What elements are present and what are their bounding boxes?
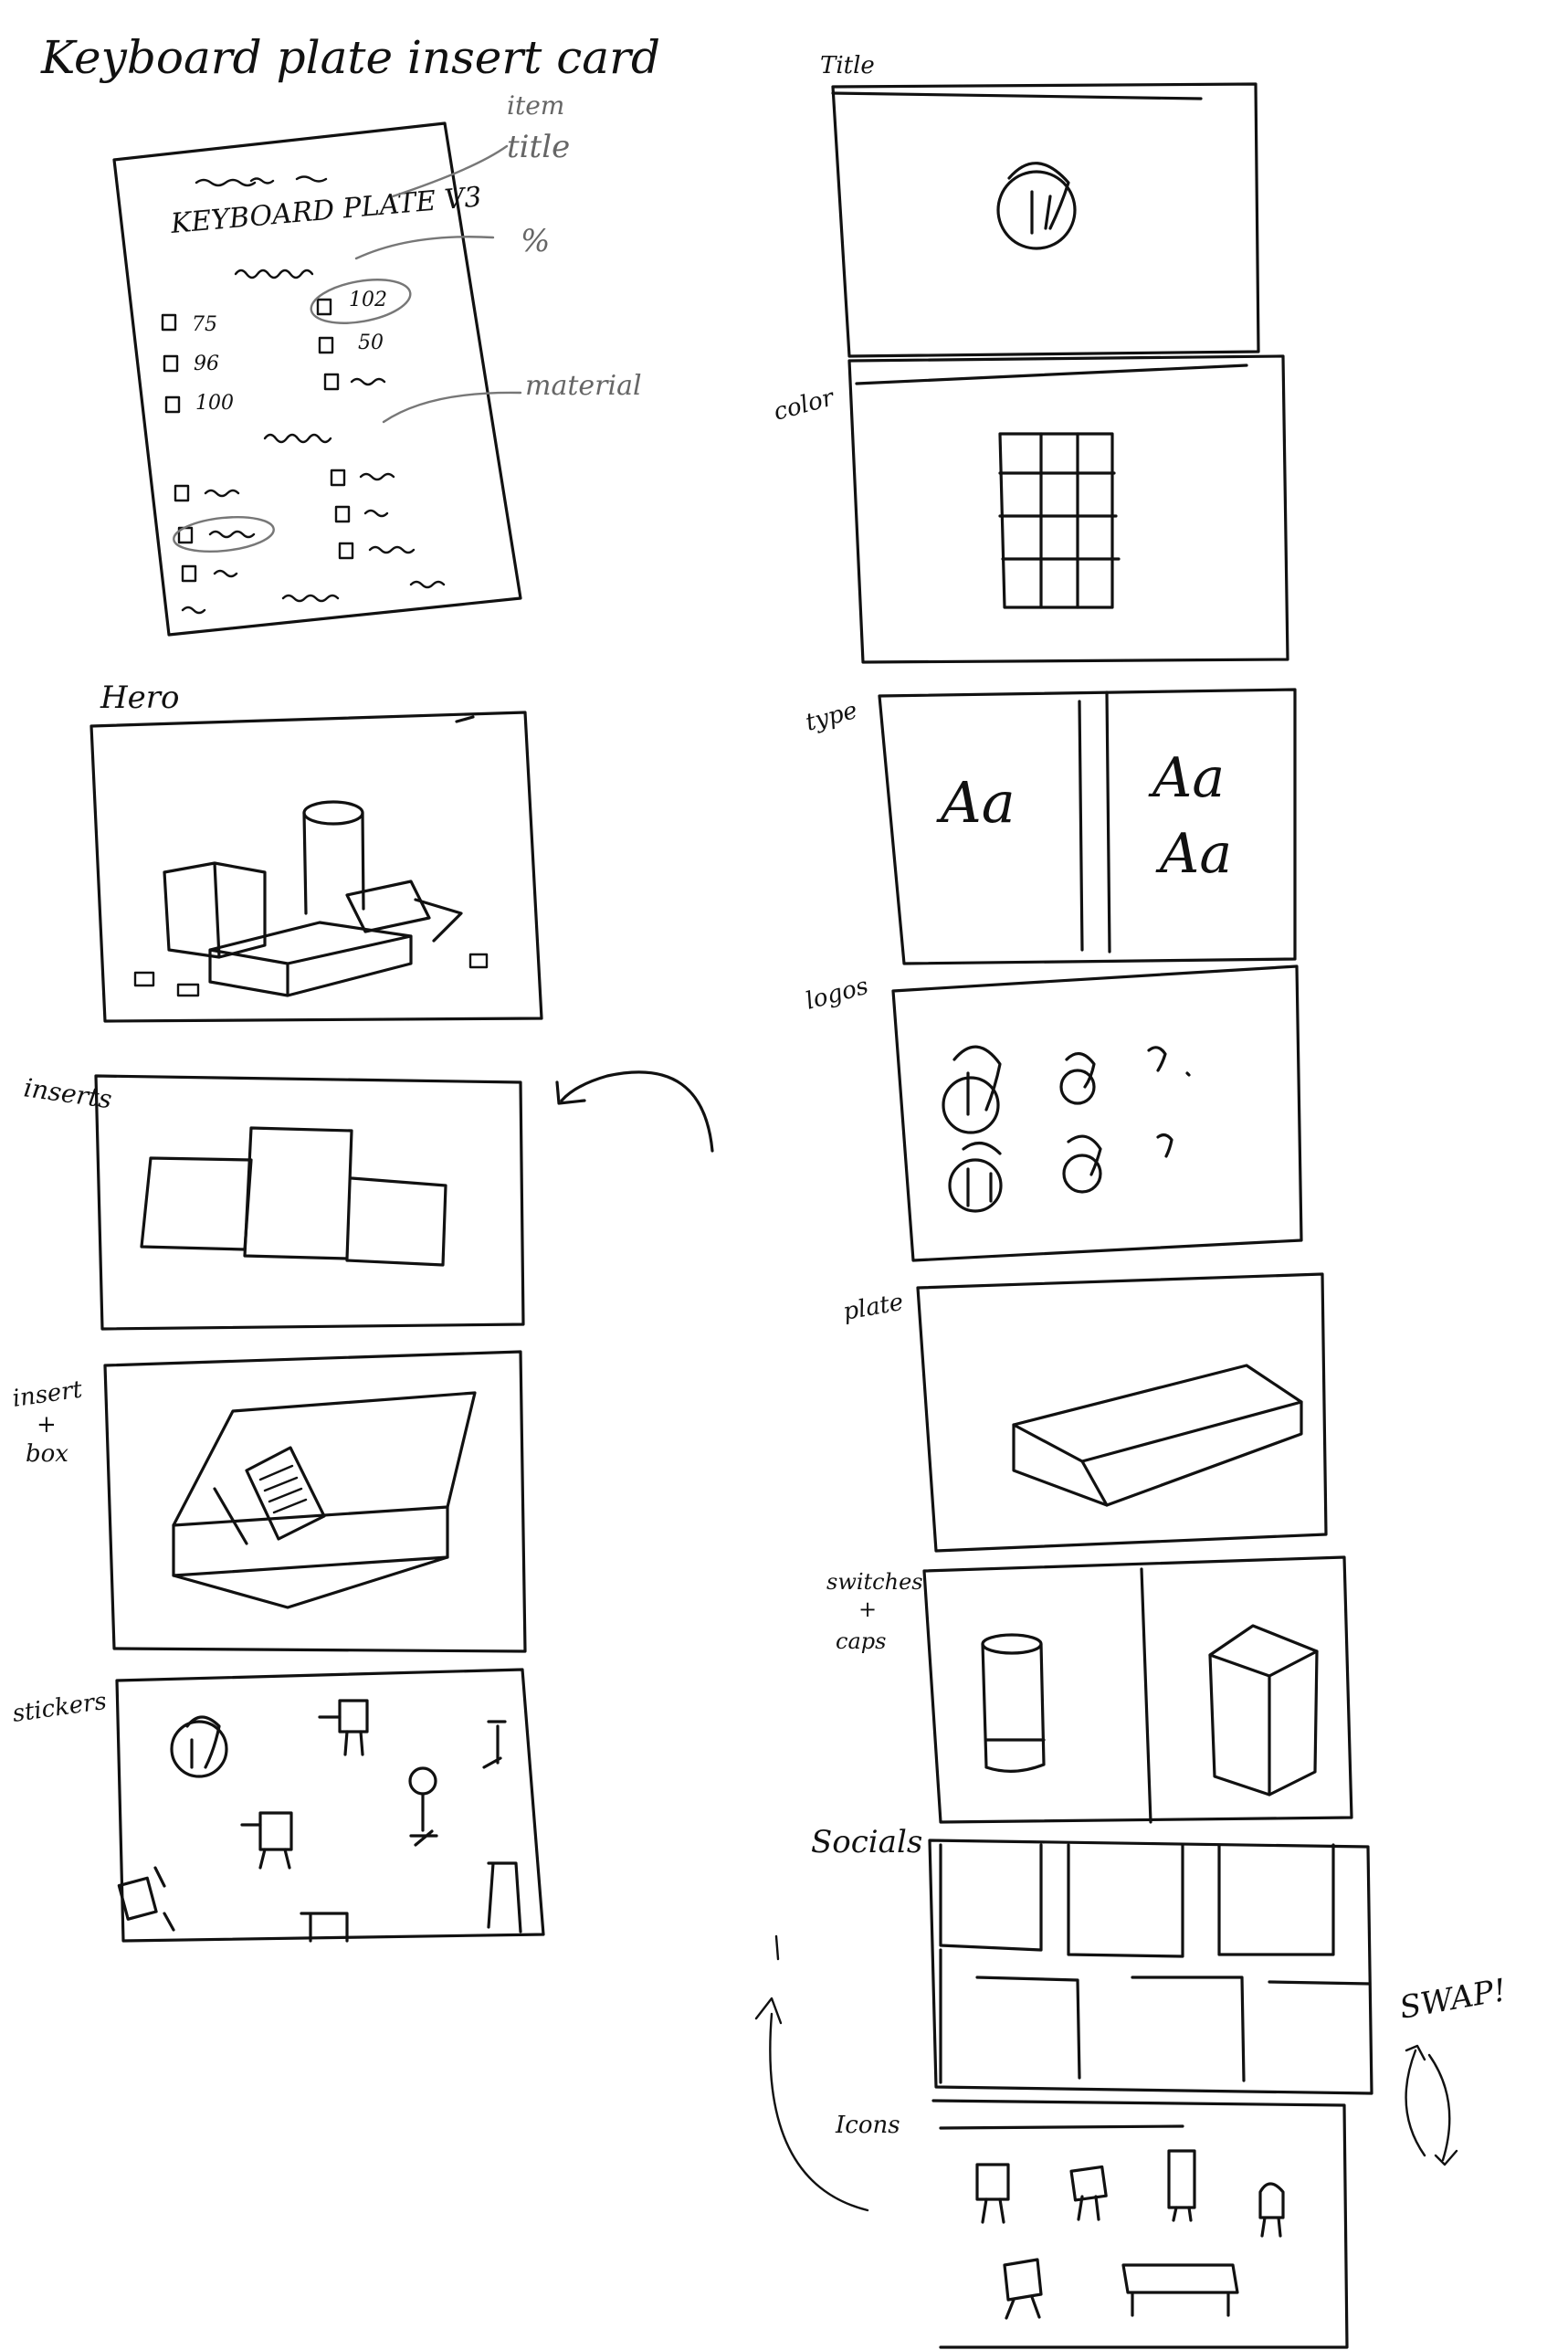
- label-switches-2: +: [858, 1597, 877, 1622]
- arrow-socials: [754, 1934, 869, 2212]
- frame-socials: [928, 1839, 1373, 2095]
- frame-hero: [89, 711, 543, 1023]
- label-hero: Hero: [100, 680, 180, 716]
- label-icons: Icons: [835, 2112, 900, 2139]
- frame-insert-box: [103, 1350, 527, 1653]
- size-75: 75: [192, 313, 217, 336]
- label-plate: plate: [841, 1289, 905, 1326]
- label-logos: logos: [803, 973, 871, 1016]
- label-type: type: [803, 697, 860, 737]
- swap-arrows: [1405, 2044, 1458, 2166]
- note-percent: %: [521, 223, 550, 259]
- label-socials: Socials: [811, 1824, 922, 1860]
- label-color: color: [771, 384, 838, 427]
- label-switches-3: caps: [836, 1628, 886, 1654]
- type-sample-top: Aa: [1148, 746, 1225, 810]
- frame-type: Aa Aa Aa: [878, 688, 1297, 965]
- label-insert-box-3: box: [26, 1440, 68, 1468]
- frame-switches-caps: [922, 1555, 1353, 1824]
- size-96: 96: [194, 353, 219, 375]
- label-insert-box-1: insert: [11, 1375, 85, 1412]
- label-switches-1: switches: [826, 1569, 923, 1595]
- frame-logos: [891, 964, 1303, 1262]
- card-annotations: item title % material: [354, 90, 642, 424]
- frame-inserts: [94, 1074, 525, 1331]
- size-100: 100: [195, 392, 234, 415]
- frame-color: [847, 354, 1289, 664]
- selected-material-highlight: [173, 515, 275, 553]
- label-insert-box-2: +: [37, 1411, 57, 1438]
- arrow-inserts: [555, 1070, 714, 1153]
- note-item: item: [507, 90, 564, 121]
- note-swap: SWAP!: [1397, 1972, 1510, 2027]
- frame-icons: [931, 2099, 1349, 2349]
- note-material: material: [525, 370, 642, 402]
- selected-size-highlight: [310, 279, 412, 324]
- size-options: 75 96 100 102 50: [161, 279, 412, 415]
- frame-plate: [916, 1272, 1328, 1553]
- label-inserts: inserts: [22, 1072, 114, 1114]
- sheet-title: Keyboard plate insert card: [40, 31, 660, 84]
- card-heading: KEYBOARD PLATE V3: [169, 181, 483, 240]
- label-title: Title: [820, 52, 875, 79]
- label-stickers: stickers: [11, 1688, 109, 1728]
- size-102: 102: [349, 289, 387, 311]
- insert-card: KEYBOARD PLATE V3 75 96 100 102 50: [112, 121, 522, 637]
- type-sample-bottom: Aa: [1155, 822, 1232, 886]
- note-title: title: [507, 129, 570, 165]
- size-50: 50: [358, 332, 384, 354]
- type-sample-single: Aa: [936, 769, 1016, 836]
- material-options: [173, 469, 416, 583]
- frame-title: [831, 82, 1260, 358]
- frame-stickers: [115, 1668, 545, 1943]
